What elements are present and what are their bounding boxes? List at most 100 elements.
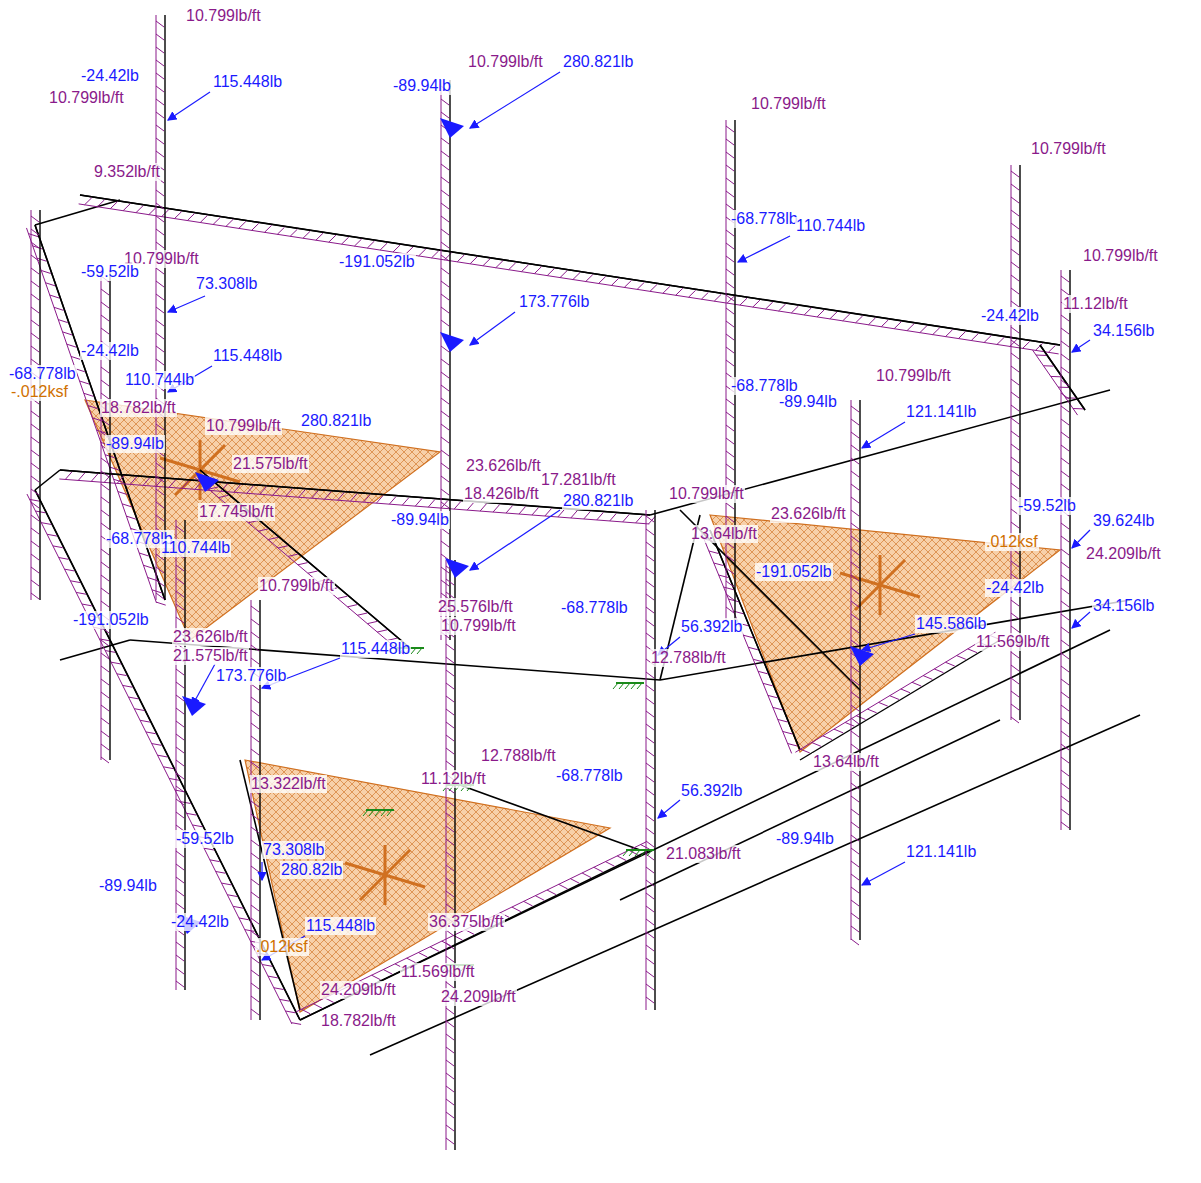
line-load-value: 24.209lb/ft xyxy=(320,981,397,999)
point-load-value: 173.776lb xyxy=(518,293,590,311)
point-load-value: 145.586lb xyxy=(915,615,987,633)
frame-member xyxy=(80,195,1060,345)
distributed-load xyxy=(251,600,260,1020)
line-load-value: 18.426lb/ft xyxy=(463,485,540,503)
distributed-load xyxy=(851,400,860,945)
point-load xyxy=(1072,612,1090,628)
line-load-value: 10.799lb/ft xyxy=(440,617,517,635)
point-load xyxy=(168,296,205,312)
point-load-value: -68.778lb xyxy=(555,767,624,785)
point-load-value: -89.94lb xyxy=(390,511,450,529)
distributed-load xyxy=(726,120,735,620)
point-load-value: -59.52lb xyxy=(80,263,140,281)
point-load-value: 173.776lb xyxy=(215,667,287,685)
distributed-load xyxy=(59,470,655,524)
point-load-head xyxy=(445,558,469,578)
distributed-load xyxy=(156,15,165,600)
point-load-value: 39.624lb xyxy=(1092,512,1155,530)
point-load-value: 121.141lb xyxy=(905,403,977,421)
area-load-value: .012ksf xyxy=(985,533,1039,551)
support xyxy=(623,850,654,856)
line-load-value: 11.569lb/ft xyxy=(400,963,476,981)
frame-member xyxy=(460,785,640,850)
point-load xyxy=(261,862,262,880)
point-load-value: -24.42lb xyxy=(980,307,1040,325)
line-load-value: 10.799lb/ft xyxy=(185,7,262,25)
line-load-value: 21.575lb/ft xyxy=(172,647,249,665)
point-load xyxy=(168,92,210,120)
distributed-load xyxy=(795,632,1000,760)
point-load xyxy=(470,72,560,128)
line-load-value: 10.799lb/ft xyxy=(750,95,827,113)
line-load-value: 36.375lb/ft xyxy=(428,913,505,931)
line-load-value: 21.083lb/ft xyxy=(665,845,742,863)
point-load-value: 73.308lb xyxy=(195,275,258,293)
line-load-value: 23.626lb/ft xyxy=(172,628,249,646)
point-load-value: -68.778lb xyxy=(560,599,629,617)
frame-member xyxy=(370,715,1140,1055)
frame-member xyxy=(240,760,300,1010)
line-load-value: 13.64lb/ft xyxy=(812,753,880,771)
point-load-value: -89.94lb xyxy=(392,77,452,95)
point-load xyxy=(1072,340,1090,352)
frame-member xyxy=(650,390,1110,515)
point-load xyxy=(862,862,905,885)
point-load xyxy=(658,800,680,818)
line-load-value: 17.281lb/ft xyxy=(540,471,617,489)
point-load-head xyxy=(182,696,206,716)
point-load-value: -24.42lb xyxy=(170,913,230,931)
plate-area-load xyxy=(710,515,1060,752)
line-load-value: 24.209lb/ft xyxy=(440,988,517,1006)
point-load-head xyxy=(850,646,874,666)
line-load-value: 13.64lb/ft xyxy=(690,525,758,543)
distributed-load xyxy=(646,510,655,1010)
distributed-load xyxy=(446,560,455,1150)
point-load-head xyxy=(440,118,464,138)
plate-axis xyxy=(840,555,920,615)
point-load-value: -68.778lb xyxy=(8,365,77,383)
line-load-value: 12.788lb/ft xyxy=(650,649,727,667)
frame-member xyxy=(35,470,60,490)
point-load-value: -24.42lb xyxy=(80,342,140,360)
plate-axis xyxy=(345,845,425,905)
point-load-value: 115.448lb xyxy=(340,640,411,658)
line-load-value: 12.788lb/ft xyxy=(480,747,557,765)
support xyxy=(363,810,394,816)
point-load-head xyxy=(440,332,464,352)
frame-member xyxy=(620,720,1000,900)
point-load-value: 280.821lb xyxy=(300,412,372,430)
distributed-load xyxy=(79,195,1060,354)
line-load-value: 10.799lb/ft xyxy=(258,577,335,595)
distributed-load xyxy=(1033,345,1085,415)
line-load-value: 23.626lb/ft xyxy=(770,505,847,523)
frame-member xyxy=(300,630,1110,1020)
point-load-value: 121.141lb xyxy=(905,843,977,861)
line-load-value: 18.782lb/ft xyxy=(320,1012,397,1030)
point-load-value: 110.744lb xyxy=(795,217,866,235)
line-load-value: 9.352lb/ft xyxy=(93,163,161,181)
support xyxy=(613,683,644,689)
area-load-value: .012ksf xyxy=(255,938,309,956)
line-load-value: 10.799lb/ft xyxy=(467,53,544,71)
point-load-value: -59.52lb xyxy=(175,830,235,848)
line-load-value: 10.799lb/ft xyxy=(668,485,745,503)
line-load-value: 11.12lb/ft xyxy=(420,770,487,788)
frame-member xyxy=(60,640,130,660)
point-load-value: 110.744lb xyxy=(160,539,231,557)
point-load-value: 56.392lb xyxy=(680,782,743,800)
frame-member xyxy=(200,470,410,648)
frame-member xyxy=(660,600,1130,680)
line-load-value: 10.799lb/ft xyxy=(1030,140,1107,158)
distributed-load xyxy=(31,210,40,600)
point-load-value: -191.052lb xyxy=(755,563,833,581)
point-load-value: -24.42lb xyxy=(80,67,140,85)
line-load-value: 10.799lb/ft xyxy=(1082,247,1159,265)
frame-member xyxy=(1040,345,1085,410)
point-load-value: 280.821lb xyxy=(562,53,634,71)
line-load-value: 25.576lb/ft xyxy=(437,598,514,616)
line-load-value: 10.799lb/ft xyxy=(48,89,125,107)
line-load-value: 10.799lb/ft xyxy=(205,417,282,435)
plate-area-load xyxy=(85,400,440,640)
line-load-value: 11.569lb/ft xyxy=(975,633,1051,651)
